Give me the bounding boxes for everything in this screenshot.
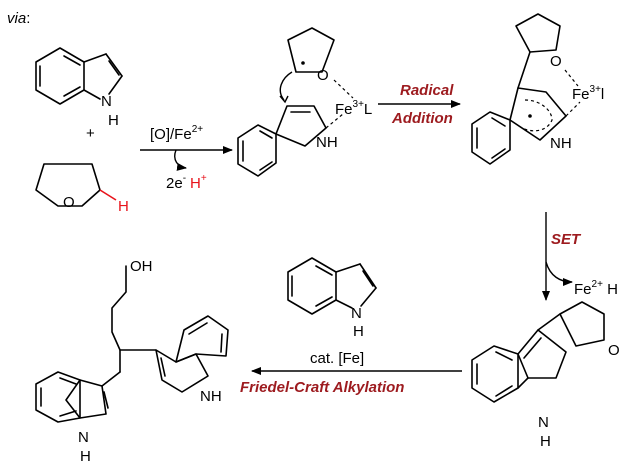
thf-indole-intermediate: O N H [471,301,620,450]
radical-intermediate: O Fe3+L NH [237,27,372,177]
plus-sign: + [86,125,95,142]
final-product: OH NH N H [35,258,229,465]
int1-o: O [317,67,329,84]
int1-nh: NH [316,134,338,151]
prod3-h: H [540,433,551,450]
indole-nh-h: H [108,112,119,129]
indole-nh-n: N [101,93,112,110]
prod3-o: O [608,342,620,359]
thf-h: H [118,198,129,215]
product-h: H [80,448,91,465]
product-oh: OH [130,258,153,275]
friedel-crafts-arrow: cat. [Fe] Friedel-Craft Alkylation [240,350,462,396]
byproducts: 2e-H+ [166,173,207,192]
oxidation-arrow: [O]/Fe2+ 2e-H+ [140,124,233,192]
reagent-h: H [353,323,364,340]
via-label: via: [7,10,30,27]
int2-nh: NH [550,135,572,152]
set-arrow: SET Fe2+ H [542,212,618,301]
int2-o: O [550,53,562,70]
product-n: N [78,429,89,446]
set-label: SET [551,231,582,248]
int1-fe: Fe3+L [335,99,372,118]
friedel-crafts-label: Friedel-Craft Alkylation [240,379,404,396]
int2-fe: Fe3+l [572,84,604,103]
radical-label: Radical [400,82,454,99]
cat-label: cat. [Fe] [310,350,364,367]
adduct-intermediate: O Fe3+l NH [471,13,604,165]
thf-reactant: O H [35,163,129,215]
addition-label: Addition [391,110,453,127]
indole-reactant: N H [35,47,123,129]
prod3-n: N [538,414,549,431]
set-byproduct: Fe2+ H [574,279,618,298]
product-nh: NH [200,388,222,405]
indole-reagent: N H [287,257,377,340]
reagent-n: N [351,305,362,322]
thf-o: O [63,194,75,211]
oxidant-label: [O]/Fe2+ [150,124,203,143]
radical-addition-arrow: Radical Addition [378,82,461,127]
